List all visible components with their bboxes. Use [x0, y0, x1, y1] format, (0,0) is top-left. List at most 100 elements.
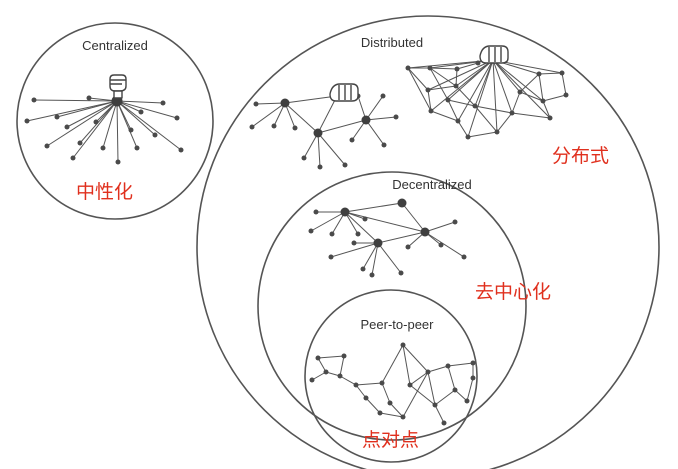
network-node — [317, 164, 323, 170]
network-node — [563, 92, 569, 98]
network-node — [475, 60, 481, 66]
network-hub-node — [340, 207, 350, 217]
network-node — [342, 162, 348, 168]
network-node — [407, 382, 413, 388]
distributed-title: Distributed — [361, 35, 423, 50]
decentralized-boundary — [257, 171, 527, 441]
network-node — [337, 373, 343, 379]
network-node — [400, 342, 406, 348]
network-node — [351, 240, 357, 246]
centralized-boundary — [16, 22, 214, 220]
network-node — [428, 108, 434, 114]
distributed-nodes — [249, 60, 569, 170]
network-node — [472, 103, 478, 109]
network-node — [271, 123, 277, 129]
network-node — [54, 114, 60, 120]
hand-icon — [479, 45, 509, 64]
centralized-edges — [26, 97, 182, 163]
network-node — [308, 228, 314, 234]
network-node — [540, 98, 546, 104]
network-hub-node — [313, 128, 323, 138]
network-node — [381, 142, 387, 148]
network-node — [253, 101, 259, 107]
peer-to-peer-label: 点对点 — [362, 429, 419, 451]
network-hub-node — [373, 238, 383, 248]
network-node — [292, 125, 298, 131]
network-node — [369, 272, 375, 278]
network-node — [341, 353, 347, 359]
network-node — [494, 129, 500, 135]
decentralized-title: Decentralized — [392, 177, 472, 192]
network-node — [31, 97, 37, 103]
distributed-network — [249, 59, 569, 170]
network-node — [160, 100, 166, 106]
network-node — [349, 137, 355, 143]
network-node — [452, 387, 458, 393]
decentralized-edges — [310, 202, 465, 276]
decentralized-nodes — [308, 198, 467, 278]
network-node — [152, 132, 158, 138]
network-node — [309, 377, 315, 383]
network-node — [400, 414, 406, 420]
network-node — [470, 375, 476, 381]
centralized-label: 中性化 — [76, 181, 133, 203]
network-node — [100, 145, 106, 151]
network-node — [301, 155, 307, 161]
network-node — [363, 395, 369, 401]
peer-to-peer-network — [309, 342, 476, 426]
fist-icon — [109, 74, 127, 99]
network-node — [470, 360, 476, 366]
network-node — [405, 65, 411, 71]
network-hub-node — [361, 115, 371, 125]
network-node — [445, 97, 451, 103]
distributed-boundary — [196, 15, 660, 469]
network-node — [445, 363, 451, 369]
network-node — [44, 143, 50, 149]
centralized-nodes — [24, 95, 184, 165]
network-hub-node — [280, 98, 290, 108]
network-node — [559, 70, 565, 76]
network-node — [393, 114, 399, 120]
network-node — [387, 400, 393, 406]
peer-to-peer-edges — [311, 344, 474, 424]
network-node — [70, 155, 76, 161]
distributed-edges — [251, 59, 567, 168]
hand-icon — [329, 83, 359, 102]
decentralized-network — [308, 198, 467, 278]
network-node — [427, 65, 433, 71]
network-node — [453, 83, 459, 89]
network-node — [64, 124, 70, 130]
network-node — [93, 119, 99, 125]
network-node — [138, 109, 144, 115]
network-node — [380, 93, 386, 99]
network-node — [398, 270, 404, 276]
network-node — [315, 355, 321, 361]
centralized-title: Centralized — [82, 38, 148, 53]
network-node — [438, 242, 444, 248]
network-node — [405, 244, 411, 250]
network-node — [178, 147, 184, 153]
network-node — [547, 115, 553, 121]
network-node — [536, 71, 542, 77]
peer-to-peer-title: Peer-to-peer — [361, 317, 435, 332]
network-node — [377, 410, 383, 416]
network-node — [329, 231, 335, 237]
network-node — [455, 118, 461, 124]
network-node — [432, 402, 438, 408]
network-node — [464, 398, 470, 404]
network-node — [425, 87, 431, 93]
network-node — [362, 216, 368, 222]
network-node — [115, 159, 121, 165]
network-node — [313, 209, 319, 215]
network-hub-node — [397, 198, 407, 208]
network-node — [509, 110, 515, 116]
network-node — [465, 134, 471, 140]
network-node — [360, 266, 366, 272]
network-hub-node — [420, 227, 430, 237]
network-node — [174, 115, 180, 121]
network-node — [328, 254, 334, 260]
network-node — [441, 420, 447, 426]
network-node — [517, 89, 523, 95]
network-node — [134, 145, 140, 151]
